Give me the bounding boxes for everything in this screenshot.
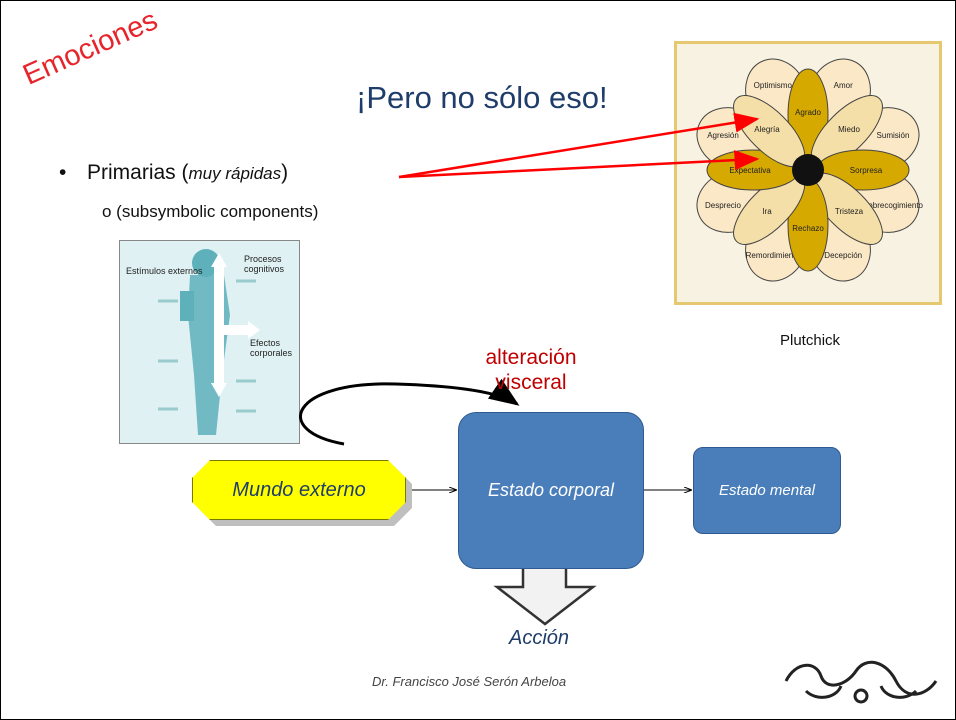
outer-petal-label: Sobrecogimiento <box>863 201 924 210</box>
mundo-externo-box: Mundo externo <box>192 460 412 526</box>
outer-petal-label: Amor <box>834 81 853 90</box>
label-procesos: Procesos cognitivos <box>244 254 285 274</box>
inner-petal-label: Sorpresa <box>850 166 883 175</box>
ornament-icon <box>784 660 938 704</box>
mundo-externo-label: Mundo externo <box>232 478 366 501</box>
outer-petal-label: Agresión <box>707 131 739 140</box>
outer-petal-label: Desprecio <box>705 201 742 210</box>
curved-arrow <box>299 378 520 446</box>
alteracion-line1: alteración <box>485 346 577 369</box>
outer-petal-label: Remordimiento <box>746 251 801 260</box>
outer-petal-label: Sumisión <box>877 131 910 140</box>
outer-petal-label: Decepción <box>824 251 862 260</box>
plutchik-label: Plutchick <box>780 332 841 349</box>
alteracion-line2: visceral <box>495 371 567 395</box>
body-figure-image: Estímulos externos Procesos cognitivos E… <box>119 240 300 444</box>
inner-petal-label: Alegría <box>754 125 780 134</box>
red-arrow-expectativa <box>398 150 760 179</box>
author-footer: Dr. Francisco José Serón Arbeloa <box>372 674 567 689</box>
inner-petal-label: Rechazo <box>792 224 824 233</box>
inner-petal-label: Agrado <box>795 108 821 117</box>
sub-bullet: o (subsymbolic components) <box>102 202 319 221</box>
estado-mental-label: Estado mental <box>719 482 815 499</box>
inner-petal-label: Tristeza <box>835 207 864 216</box>
accion-label: Acción <box>509 627 570 649</box>
label-efectos: Efectos corporales <box>250 338 293 358</box>
inner-petal-label: Ira <box>762 207 772 216</box>
bullet-text: Primarias ( <box>87 161 189 184</box>
bullet-close: ) <box>281 161 289 184</box>
bullet-italic: muy rápidas <box>188 164 282 183</box>
estado-corporal-box: Estado corporal <box>458 412 644 569</box>
estado-mental-box: Estado mental <box>693 447 841 534</box>
outer-petal-label: Optimismo <box>754 81 793 90</box>
label-estimulos: Estímulos externos <box>126 266 203 276</box>
red-arrow-alegria <box>398 112 760 179</box>
inner-petal-label: Miedo <box>838 125 860 134</box>
alteracion-visceral: alteración visceral <box>471 345 591 395</box>
bullet-primarias: • Primarias (muy rápidas) <box>59 161 288 185</box>
inner-petal-label: Expectativa <box>729 166 771 175</box>
slide-title: ¡Pero no sólo eso! <box>356 80 608 115</box>
body-silhouette-icon <box>158 249 260 435</box>
estado-corporal-label: Estado corporal <box>487 480 615 500</box>
bullet-dot: • <box>59 161 67 184</box>
